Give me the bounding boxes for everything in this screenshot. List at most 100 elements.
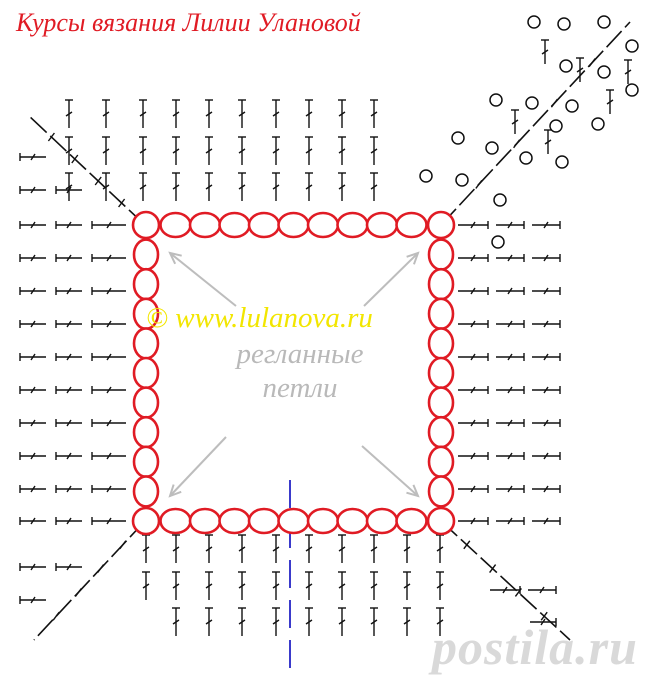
stitch-tick <box>205 619 213 625</box>
diagonal-tick <box>71 154 79 164</box>
stitch-symbol <box>305 99 313 128</box>
chain-loop <box>491 235 505 249</box>
raglan-loop <box>132 415 160 449</box>
stitch-tick <box>66 386 72 394</box>
stitch-tick <box>338 184 346 190</box>
stitch-tick <box>338 583 346 589</box>
stitch-symbol <box>370 99 378 128</box>
stitch-symbol <box>305 571 313 600</box>
raglan-loop <box>427 297 455 331</box>
stitch-tick <box>66 287 72 295</box>
raglan-corner-loop <box>131 210 161 240</box>
diagonal-tick <box>588 58 596 68</box>
stitch-tick <box>30 320 36 328</box>
chain-loop <box>493 193 507 207</box>
stitch-symbol <box>139 136 147 165</box>
stitch-symbol <box>532 517 561 525</box>
stitch-symbol <box>496 419 525 427</box>
stitch-symbol <box>436 571 444 600</box>
stitch-tick <box>30 254 36 262</box>
chain-loop <box>419 169 433 183</box>
chain-loop <box>625 39 639 53</box>
raglan-loop <box>277 507 310 535</box>
chain-loop <box>527 15 541 29</box>
raglan-loop <box>218 507 251 535</box>
stitch-tick <box>272 583 280 589</box>
stitch-symbol <box>458 287 489 295</box>
stitch-tick <box>305 546 313 552</box>
stitch-tick <box>576 67 584 73</box>
stitch-symbol <box>55 186 82 194</box>
raglan-loop <box>159 211 192 239</box>
stitch-symbol <box>55 386 82 394</box>
raglan-loops-layer <box>131 210 456 536</box>
stitch-symbol <box>528 586 557 594</box>
stitch-symbol <box>205 571 213 600</box>
stitch-tick <box>106 287 112 295</box>
stitch-tick <box>540 618 546 626</box>
raglan-loop <box>132 238 160 271</box>
stitch-tick <box>172 111 180 117</box>
stitch-symbol <box>541 39 549 64</box>
stitch-tick <box>102 184 110 190</box>
stitch-tick <box>543 485 549 493</box>
stitch-tick <box>30 419 36 427</box>
stitch-symbol <box>338 571 346 600</box>
stitch-symbol <box>436 607 444 636</box>
corner-diagonal <box>33 520 146 641</box>
stitch-symbol <box>496 221 525 229</box>
stitch-symbol <box>55 419 82 427</box>
stitch-tick <box>305 619 313 625</box>
stitch-tick <box>66 485 72 493</box>
stitch-tick <box>502 586 508 594</box>
stitch-symbol <box>458 386 489 394</box>
raglan-loop <box>427 267 455 301</box>
stitch-symbol <box>55 452 82 460</box>
diagonal-tick <box>47 132 55 142</box>
stitch-tick <box>205 546 213 552</box>
stitch-tick <box>205 148 213 154</box>
stitch-symbol <box>511 109 519 134</box>
stitch-symbol <box>496 452 525 460</box>
stitch-symbol <box>532 386 561 394</box>
stitch-tick <box>507 452 513 460</box>
stitch-tick <box>403 619 411 625</box>
chain-loop <box>455 173 469 187</box>
stitch-symbol <box>19 186 46 194</box>
stitch-tick <box>172 583 180 589</box>
stitch-tick <box>543 254 549 262</box>
stitch-tick <box>272 546 280 552</box>
stitch-tick <box>65 148 73 154</box>
stitch-tick <box>543 221 549 229</box>
diagonal-tick <box>52 611 60 621</box>
raglan-corner-loop <box>131 506 161 536</box>
stitch-symbol <box>272 136 280 165</box>
stitch-symbol <box>496 485 525 493</box>
stitch-tick <box>338 546 346 552</box>
stitch-symbol <box>55 320 82 328</box>
stitch-symbol <box>305 534 313 563</box>
raglan-loop <box>427 415 455 449</box>
stitch-symbol <box>91 254 126 262</box>
stitch-tick <box>543 419 549 427</box>
stitch-tick <box>370 583 378 589</box>
stitch-tick <box>30 386 36 394</box>
chain-loop <box>549 119 563 133</box>
raglan-loop <box>277 211 310 239</box>
stitch-symbol <box>338 136 346 165</box>
stitch-symbol <box>496 353 525 361</box>
stitch-symbol <box>496 320 525 328</box>
stitch-tick <box>543 517 549 525</box>
stitch-tick <box>106 254 112 262</box>
arrow-shaft <box>169 252 237 307</box>
stitch-tick <box>238 546 246 552</box>
stitch-symbol <box>205 99 213 128</box>
stitch-symbol <box>532 419 561 427</box>
stitch-tick <box>470 221 476 229</box>
raglan-loop <box>395 211 428 239</box>
stitch-tick <box>106 221 112 229</box>
stitch-symbol <box>19 254 46 262</box>
raglan-loop <box>159 507 192 535</box>
stitch-symbol <box>19 287 46 295</box>
